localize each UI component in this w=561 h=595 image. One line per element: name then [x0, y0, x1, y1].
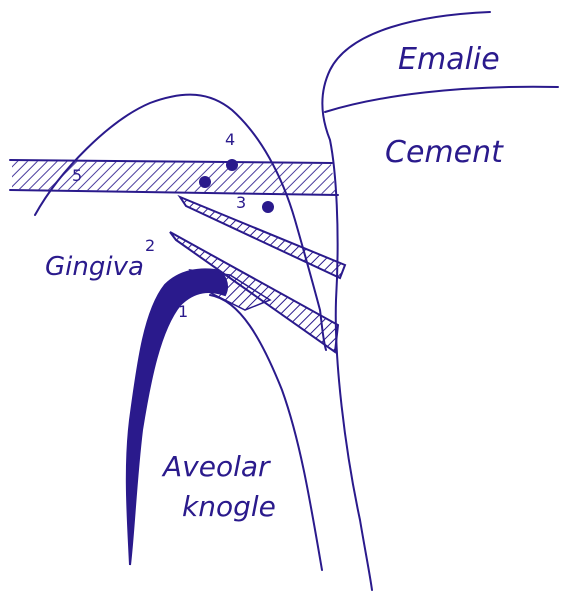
label-gingiva: Gingiva	[45, 252, 144, 282]
fiber-number-2: 2	[145, 236, 155, 255]
cell-dot	[262, 201, 274, 213]
fiber-band-5-hatch	[12, 161, 336, 194]
label-alveolar-line1: Aveolar	[163, 450, 270, 483]
enamel-cementum-junction	[325, 87, 558, 112]
fiber-number-3: 3	[236, 193, 246, 212]
cell-dot	[226, 159, 238, 171]
fiber-number-4: 4	[225, 130, 235, 149]
cell-dot	[199, 176, 211, 188]
fiber-number-5: 5	[72, 166, 82, 185]
fiber-number-1: 1	[178, 302, 188, 321]
tooth-crown-outline	[322, 12, 490, 590]
label-alveolar-line2: knogle	[182, 490, 276, 523]
alveolar-bone-outline	[210, 295, 322, 570]
label-cementum: Cement	[385, 135, 503, 170]
label-enamel: Emalie	[398, 42, 500, 77]
